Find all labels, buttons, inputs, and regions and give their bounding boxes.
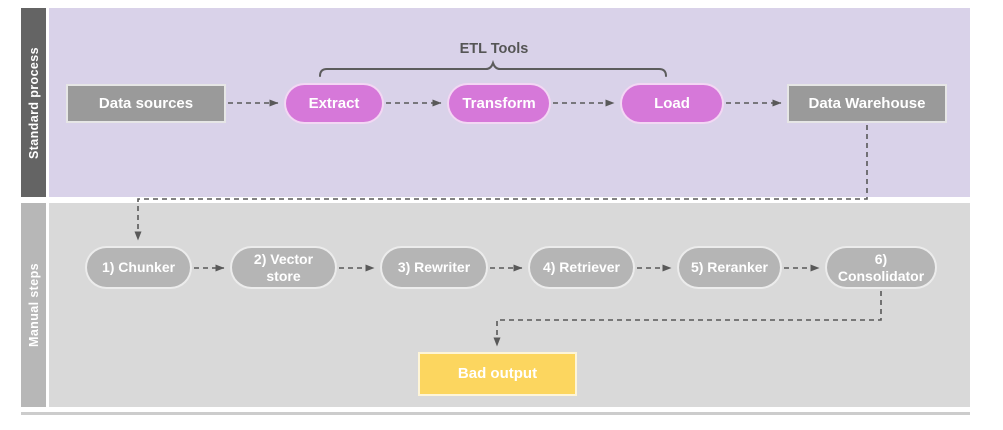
node-consolidator: 6) Consolidator (825, 246, 937, 289)
node-chunker: 1) Chunker (85, 246, 192, 289)
node-data-sources: Data sources (66, 84, 226, 123)
lane-label-standard-process: Standard process (21, 8, 46, 197)
node-transform: Transform (447, 83, 551, 124)
lane-label-manual-text: Manual steps (26, 263, 41, 347)
node-retriever: 4) Retriever (528, 246, 635, 289)
lane-label-manual-steps: Manual steps (21, 203, 46, 407)
node-rewriter: 3) Rewriter (380, 246, 488, 289)
node-vector-store: 2) Vector store (230, 246, 337, 289)
etl-tools-group-label: ETL Tools (459, 41, 529, 57)
node-reranker: 5) Reranker (677, 246, 782, 289)
node-extract: Extract (284, 83, 384, 124)
node-data-warehouse: Data Warehouse (787, 84, 947, 123)
lane-label-standard-text: Standard process (26, 46, 41, 159)
node-load: Load (620, 83, 724, 124)
frame-bottom-border (21, 412, 970, 415)
node-bad-output: Bad output (418, 352, 577, 396)
